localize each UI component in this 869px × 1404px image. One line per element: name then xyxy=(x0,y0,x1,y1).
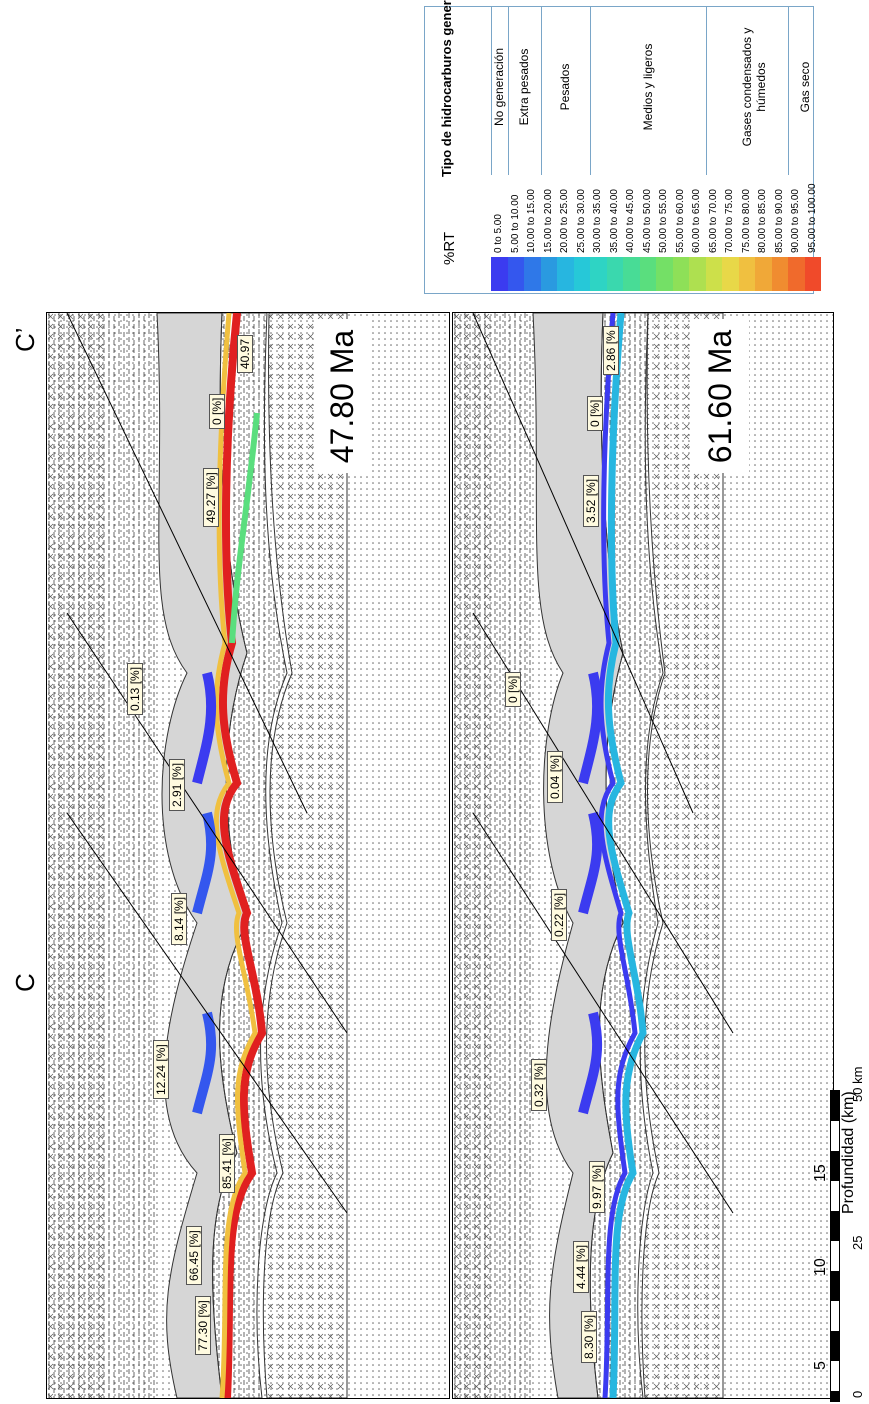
section-end-label: C’ xyxy=(10,327,40,352)
age-label: 47.80 Ma xyxy=(315,319,371,473)
legend-color-swatch xyxy=(507,257,524,291)
legend-range-label: 70.00 to 75.00 xyxy=(724,189,735,253)
legend-range-label: 65.00 to 70.00 xyxy=(707,189,719,253)
legend-range-label: 5.00 to 10.00 xyxy=(509,194,521,253)
legend-range-label: 60.00 to 65.00 xyxy=(691,189,702,253)
section-geology-1 xyxy=(47,313,449,1398)
legend-rt-title: %RT xyxy=(441,231,458,265)
legend-type-label: Medios y ligeros xyxy=(640,43,655,131)
legend-range-label: 80.00 to 85.00 xyxy=(757,189,768,253)
transformation-ratio-tag: 0 [%] xyxy=(587,395,603,431)
age-label: 61.60 Ma xyxy=(693,319,749,473)
transformation-ratio-tag: 40.97 xyxy=(237,334,253,373)
transformation-ratio-tag: 0.22 [%] xyxy=(551,888,567,941)
legend-range-label: 40.00 to 45.00 xyxy=(625,189,636,253)
legend-type-label: Gases condensados y húmedos xyxy=(739,27,768,147)
legend-range-label: 75.00 to 80.00 xyxy=(740,189,752,253)
transformation-ratio-tag: 9.97 [%] xyxy=(589,1160,605,1213)
depth-tick: 5 xyxy=(812,1361,829,1370)
legend-range-label: 90.00 to 95.00 xyxy=(790,189,801,253)
transformation-ratio-tag: 0.04 [%] xyxy=(547,750,563,803)
cross-section-panel-1: 77.30 [%] 66.45 [%] 85.41 [%] 12.24 [%] … xyxy=(46,312,450,1399)
legend-type-label: Extra pesados xyxy=(517,48,531,126)
scale-bar xyxy=(830,1090,840,1402)
legend-range-label: 25.00 to 30.00 xyxy=(575,189,587,253)
depth-tick: 10 xyxy=(812,1258,829,1276)
legend-color-swatch xyxy=(804,257,821,291)
legend-color-swatch xyxy=(557,257,574,291)
transformation-ratio-tag: 3.52 [%] xyxy=(583,474,599,527)
section-geology-2 xyxy=(453,313,833,1398)
section-start-label: C xyxy=(10,973,40,992)
legend-range-label: 95.00 to 100.00 xyxy=(806,183,818,253)
transformation-ratio-tag: 0.13 [%] xyxy=(127,662,143,715)
legend-range-label: 15.00 to 20.00 xyxy=(542,189,554,253)
legend-color-swatch xyxy=(590,257,607,291)
transformation-ratio-tag: 12.24 [%] xyxy=(153,1040,169,1099)
transformation-ratio-tag: 8.30 [%] xyxy=(581,1310,597,1363)
transformation-ratio-tag: 0.32 [%] xyxy=(531,1058,547,1111)
legend-range-label: 30.00 to 35.00 xyxy=(592,189,603,253)
legend-color-swatch xyxy=(623,257,640,291)
legend-color-swatch xyxy=(689,257,706,291)
legend-color-swatch xyxy=(738,257,755,291)
scale-tick-0: 0 xyxy=(850,1390,865,1398)
legend-type-label: No generación xyxy=(492,47,507,127)
legend-color-swatch xyxy=(722,257,739,291)
legend-color-swatch xyxy=(573,257,590,291)
legend-color-swatch xyxy=(656,257,673,291)
legend-range-label: 85.00 to 90.00 xyxy=(773,189,785,253)
legend-color-swatch xyxy=(491,257,508,291)
transformation-ratio-tag: 77.30 [%] xyxy=(195,1296,211,1355)
legend-type-label: Pesados xyxy=(558,63,573,111)
legend-range-label: 10.00 to 15.00 xyxy=(526,189,537,253)
scale-tick-50: 50 km xyxy=(850,1066,865,1102)
depth-axis-title: Profundidad (km) xyxy=(840,1091,857,1214)
legend-range-label: 20.00 to 25.00 xyxy=(559,189,570,253)
transformation-ratio-tag: 66.45 [%] xyxy=(186,1226,202,1285)
legend-color-swatch xyxy=(524,257,541,291)
legend-range-label: 0 to 5.00 xyxy=(493,214,504,253)
legend-color-swatch xyxy=(705,257,722,291)
legend-type-cell xyxy=(590,7,707,175)
legend-type-cell xyxy=(491,7,509,175)
legend-color-swatch xyxy=(540,257,557,291)
legend-type-cell xyxy=(705,7,790,175)
transformation-ratio-tag: 0 [%] xyxy=(209,393,225,429)
transformation-ratio-tag: 0 [%] xyxy=(505,671,521,707)
legend-type-cell xyxy=(788,7,822,175)
scale-tick-25: 25 xyxy=(850,1235,865,1250)
legend: %RT Tipo de hidrocarburos generados 0 to… xyxy=(424,0,821,294)
legend-color-swatch xyxy=(639,257,656,291)
legend-type-cell xyxy=(540,7,592,175)
legend-color-swatch xyxy=(755,257,772,291)
legend-range-label: 45.00 to 50.00 xyxy=(641,189,653,253)
transformation-ratio-tag: 49.27 [%] xyxy=(203,468,219,527)
legend-type-title: Tipo de hidrocarburos generados xyxy=(439,0,454,177)
depth-tick: 15 xyxy=(812,1164,829,1182)
legend-color-swatch xyxy=(606,257,623,291)
transformation-ratio-tag: 8.14 [%] xyxy=(171,892,187,945)
legend-color-swatch xyxy=(788,257,805,291)
legend-color-swatch xyxy=(771,257,788,291)
legend-type-label: Gas seco xyxy=(797,61,812,113)
legend-color-swatch xyxy=(672,257,689,291)
transformation-ratio-tag: 2.91 [%] xyxy=(169,758,185,811)
legend-range-label: 50.00 to 55.00 xyxy=(658,189,669,253)
transformation-ratio-tag: 85.41 [%] xyxy=(219,1134,235,1193)
legend-type-cell xyxy=(507,7,542,175)
legend-range-label: 35.00 to 40.00 xyxy=(608,189,620,253)
legend-range-label: 55.00 to 60.00 xyxy=(674,189,686,253)
transformation-ratio-tag: 2.86 [% xyxy=(603,326,619,375)
transformation-ratio-tag: 4.44 [%] xyxy=(573,1240,589,1293)
cross-section-panel-2: 8.30 [%] 4.44 [%] 9.97 [%] 0.32 [%] 0.22… xyxy=(452,312,834,1399)
